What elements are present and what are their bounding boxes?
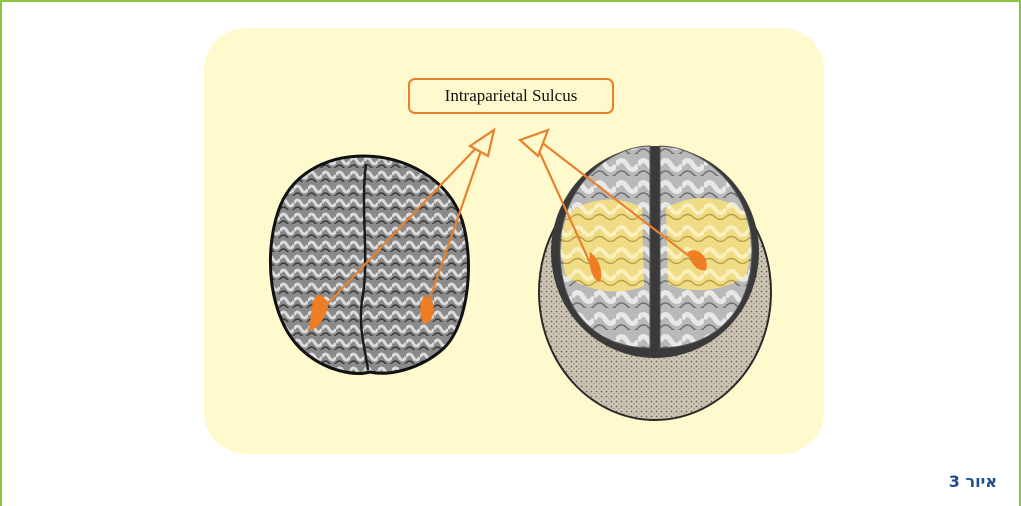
brain-render-image (539, 146, 771, 420)
figure-caption: איור 3 (949, 472, 997, 491)
right-parietal-highlight (666, 198, 750, 290)
left-parietal-highlight (562, 200, 644, 292)
intraparietal-sulcus-label: Intraparietal Sulcus (408, 78, 614, 114)
